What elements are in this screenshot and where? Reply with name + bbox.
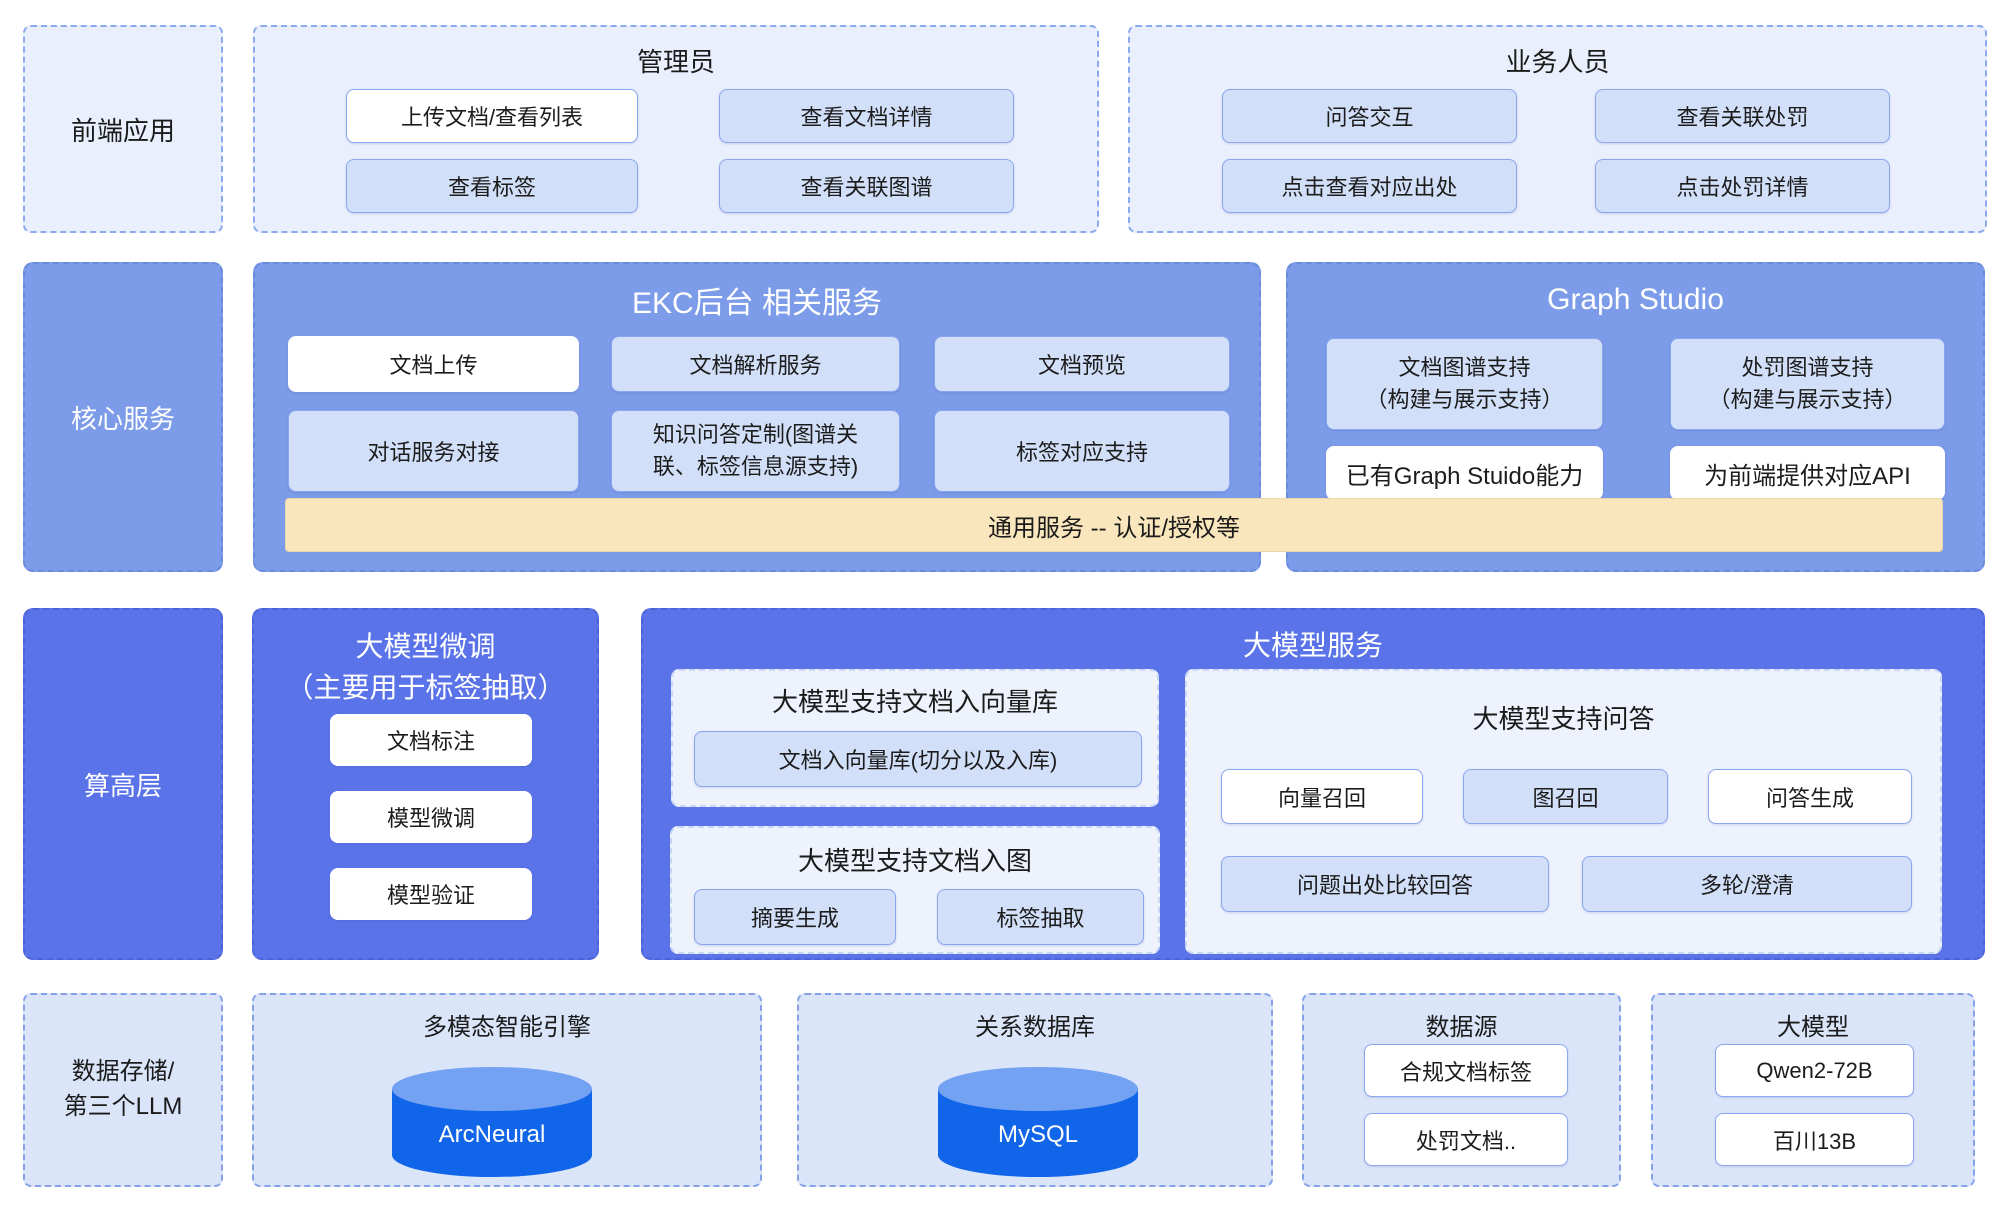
layer-label-algo: 算高层 xyxy=(23,608,223,960)
subgroup-doc-to-vector-db-title: 大模型支持文档入向量库 xyxy=(771,686,1058,717)
layer-label-core-text: 核心服务 xyxy=(70,403,175,434)
node-tag-extraction: 标签抽取 xyxy=(937,889,1144,945)
node-penalty-docs: 处罚文档.. xyxy=(1364,1113,1568,1166)
node-click-penalty-detail: 点击处罚详情 xyxy=(1595,159,1890,213)
group-ekc-title: EKC后台 相关服务 xyxy=(631,287,883,320)
layer-label-algo-text: 算高层 xyxy=(83,770,162,801)
group-llm-models-title: 大模型 xyxy=(1777,1013,1849,1041)
database-name-mysql: MySQL xyxy=(997,1121,1078,1148)
node-vector-recall: 向量召回 xyxy=(1221,769,1423,824)
node-doc-upload: 文档上传 xyxy=(288,336,579,392)
node-knowledge-qa-custom: 知识问答定制(图谱关联、标签信息源支持) xyxy=(611,410,900,492)
node-multiturn-clarify: 多轮/澄清 xyxy=(1582,856,1912,912)
subgroup-llm-qa-title: 大模型支持问答 xyxy=(1472,703,1655,734)
node-graph-recall: 图召回 xyxy=(1463,769,1668,824)
group-relational-db: 关系数据库 MySQL xyxy=(797,993,1273,1187)
group-business-title: 业务人员 xyxy=(1505,46,1610,77)
node-dialog-service-connect: 对话服务对接 xyxy=(288,410,579,492)
subgroup-llm-qa: 大模型支持问答 向量召回 图召回 问答生成 问题出处比较回答 多轮/澄清 xyxy=(1185,669,1942,954)
node-doc-into-vector-db: 文档入向量库(切分以及入库) xyxy=(694,731,1142,787)
node-upload-doc-view-list: 上传文档/查看列表 xyxy=(346,89,638,143)
node-model-validation: 模型验证 xyxy=(330,868,532,920)
group-admin-title: 管理员 xyxy=(636,46,715,77)
node-doc-annotation: 文档标注 xyxy=(330,714,532,766)
layer-label-frontend: 前端应用 xyxy=(23,25,223,233)
layer-label-frontend-text: 前端应用 xyxy=(70,115,175,146)
node-model-baichuan-13b: 百川13B xyxy=(1715,1113,1914,1166)
group-business: 业务人员 问答交互 查看关联处罚 点击查看对应出处 点击处罚详情 xyxy=(1128,25,1987,233)
layer-label-core: 核心服务 xyxy=(23,262,223,572)
group-graph-studio-title: Graph Studio xyxy=(1547,283,1724,316)
database-cylinder-icon: ArcNeural xyxy=(388,1063,596,1181)
node-tag-mapping-support: 标签对应支持 xyxy=(934,410,1230,492)
group-llm-finetune: 大模型微调 （主要用于标签抽取） 文档标注 模型微调 模型验证 xyxy=(252,608,599,960)
node-click-view-source: 点击查看对应出处 xyxy=(1222,159,1517,213)
group-llm-models: 大模型 Qwen2-72B 百川13B xyxy=(1651,993,1975,1187)
group-multimodal-engine: 多模态智能引擎 ArcNeural xyxy=(252,993,762,1187)
layer-label-storage-text: 数据存储/ 第三个LLM xyxy=(63,1058,183,1120)
group-llm-service: 大模型服务 大模型支持文档入向量库 文档入向量库(切分以及入库) 大模型支持文档… xyxy=(641,608,1985,960)
bar-common-services: 通用服务 -- 认证/授权等 xyxy=(285,498,1943,552)
node-compliance-doc-tags: 合规文档标签 xyxy=(1364,1044,1568,1097)
node-summary-generation: 摘要生成 xyxy=(694,889,896,945)
group-llm-finetune-title: 大模型微调 （主要用于标签抽取） xyxy=(285,631,566,703)
node-question-source-compare-answer: 问题出处比较回答 xyxy=(1221,856,1549,912)
group-datasource-title: 数据源 xyxy=(1425,1013,1498,1041)
database-cylinder-icon: MySQL xyxy=(934,1063,1142,1181)
node-view-related-penalty: 查看关联处罚 xyxy=(1595,89,1890,143)
node-model-qwen2-72b: Qwen2-72B xyxy=(1715,1044,1914,1097)
node-doc-preview: 文档预览 xyxy=(934,336,1230,392)
group-relational-db-title: 关系数据库 xyxy=(975,1013,1095,1041)
group-multimodal-engine-title: 多模态智能引擎 xyxy=(423,1013,591,1041)
node-answer-generation: 问答生成 xyxy=(1708,769,1912,824)
subgroup-doc-to-graph-title: 大模型支持文档入图 xyxy=(797,845,1032,876)
group-admin: 管理员 上传文档/查看列表 查看文档详情 查看标签 查看关联图谱 xyxy=(253,25,1099,233)
node-qa-interaction: 问答交互 xyxy=(1222,89,1517,143)
subgroup-doc-to-graph: 大模型支持文档入图 摘要生成 标签抽取 xyxy=(670,826,1160,954)
group-llm-service-title: 大模型服务 xyxy=(1242,630,1383,661)
group-datasource: 数据源 合规文档标签 处罚文档.. xyxy=(1302,993,1621,1187)
node-view-tags: 查看标签 xyxy=(346,159,638,213)
node-view-doc-detail: 查看文档详情 xyxy=(719,89,1014,143)
node-existing-graph-studio-capability: 已有Graph Stuido能力 xyxy=(1326,446,1603,500)
node-doc-graph-support: 文档图谱支持 （构建与展示支持） xyxy=(1326,338,1603,430)
database-name-arcneural: ArcNeural xyxy=(438,1121,546,1148)
node-view-related-graph: 查看关联图谱 xyxy=(719,159,1014,213)
layer-label-storage: 数据存储/ 第三个LLM xyxy=(23,993,223,1187)
node-model-finetune: 模型微调 xyxy=(330,791,532,843)
node-penalty-graph-support: 处罚图谱支持 （构建与展示支持） xyxy=(1670,338,1945,430)
node-frontend-api: 为前端提供对应API xyxy=(1670,446,1945,500)
subgroup-doc-to-vector-db: 大模型支持文档入向量库 文档入向量库(切分以及入库) xyxy=(671,669,1159,807)
node-doc-parse-service: 文档解析服务 xyxy=(611,336,900,392)
